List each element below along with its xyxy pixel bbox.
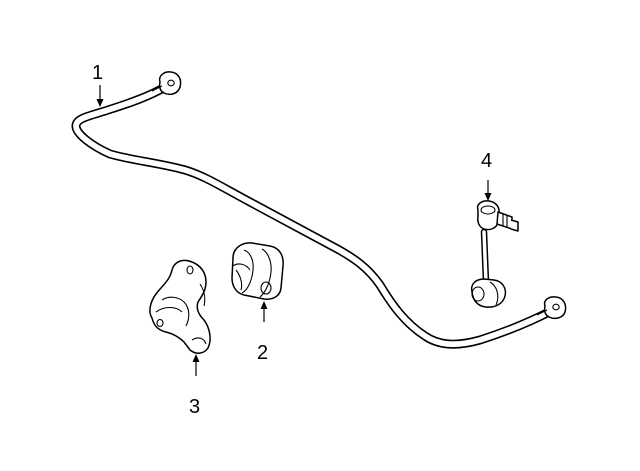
callout-label-4: 4 bbox=[481, 150, 492, 172]
callout-arrowhead-3 bbox=[192, 354, 200, 362]
callout-2: 2 bbox=[257, 301, 268, 364]
bracket[interactable] bbox=[149, 259, 211, 354]
bar-end-eye-left bbox=[151, 71, 182, 98]
callout-4: 4 bbox=[481, 150, 492, 201]
callout-1: 1 bbox=[92, 62, 104, 107]
callout-label-2: 2 bbox=[257, 342, 268, 364]
stabilizer-link[interactable] bbox=[470, 200, 519, 308]
stabilizer-bar[interactable] bbox=[71, 71, 567, 349]
callout-label-3: 3 bbox=[189, 396, 200, 418]
callout-arrowhead-1 bbox=[96, 99, 104, 107]
bar-end-eye-right bbox=[536, 296, 567, 322]
callout-label-1: 1 bbox=[92, 62, 103, 84]
callout-arrowhead-4 bbox=[484, 193, 492, 201]
bushing[interactable] bbox=[231, 242, 284, 300]
callout-arrowhead-2 bbox=[260, 301, 268, 309]
callout-3: 3 bbox=[189, 354, 200, 418]
